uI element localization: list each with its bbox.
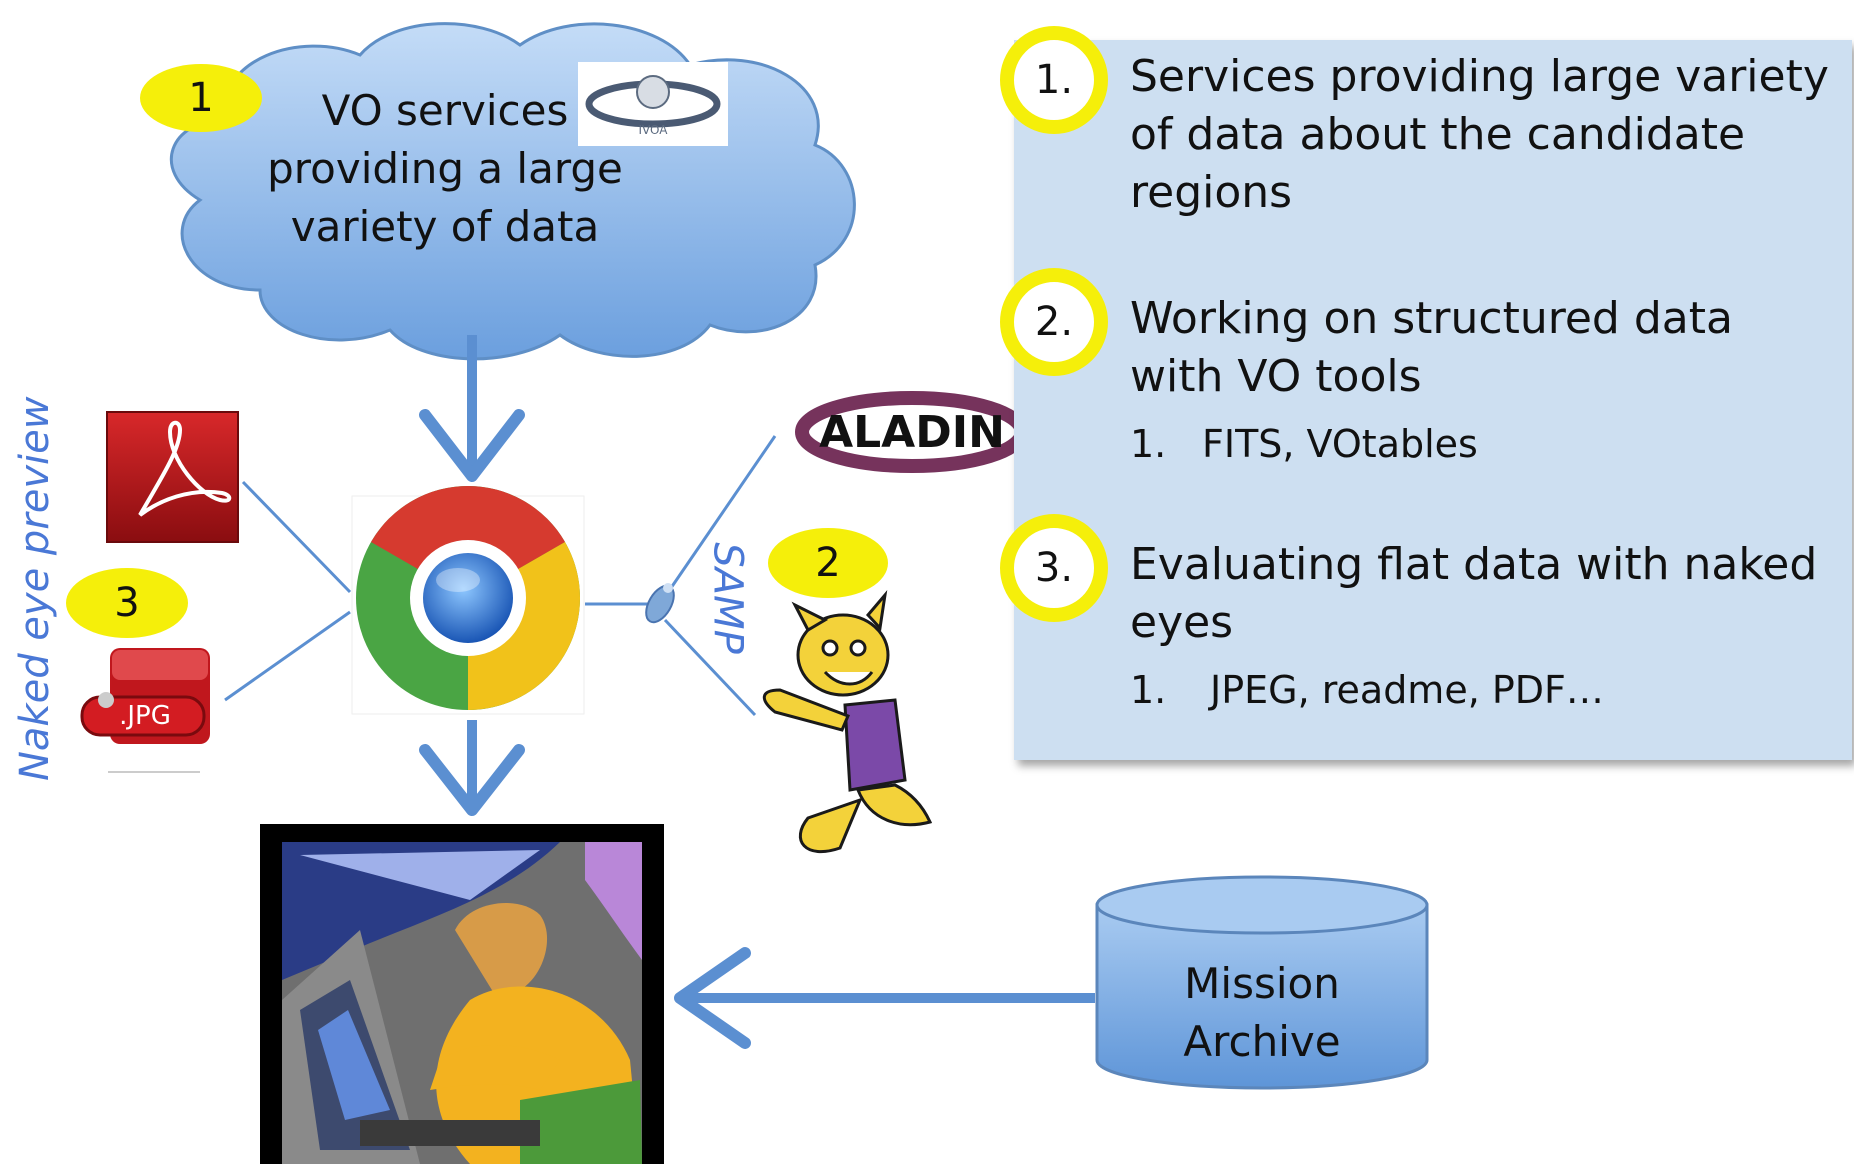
panel-item-2-number: 2. [1000,268,1108,376]
chrome-browser-icon [351,485,585,715]
archive-text: Mission Archive [1097,955,1427,1071]
arrow-archive-to-user [674,947,1095,1049]
panel-item-3-text: Evaluating flat data with naked eyes [1130,539,1818,648]
panel-item-3-number: 3. [1000,514,1108,622]
naked-eye-badge: 3 [66,568,188,638]
user-at-computer-image [260,824,664,1164]
panel-item-3-sub: 1.JPEG, readme, PDF… [1130,668,1604,712]
cloud-badge: 1 [140,64,262,132]
info-panel: 1. Services providing large variety of d… [1000,26,1852,760]
cloud-text-line-3: variety of data [290,202,600,251]
panel-item-1-text: Services providing large variety of data… [1130,51,1829,218]
aladin-text: ALADIN [819,407,1005,458]
samp-plug-icon [645,583,675,624]
aladin-logo: ALADIN [795,391,1029,473]
svg-text:IVOA: IVOA [639,123,669,137]
cloud-text-line-1: VO services [321,86,569,135]
pdf-icon [106,411,239,543]
cloud-text: VO services providing a large variety of… [240,82,650,256]
samp-cat-mascot-icon [762,590,933,854]
samp-badge: 2 [768,528,888,598]
cloud-text-line-2: providing a large [267,144,623,193]
samp-label: SAMP [704,542,751,654]
archive-text-line-2: Archive [1183,1017,1341,1066]
panel-item-1-number: 1. [1000,26,1108,134]
panel-item-2-sub: 1.FITS, VOtables [1130,422,1478,466]
archive-text-line-1: Mission [1184,959,1340,1008]
ivoa-logo: IVOA [578,62,728,146]
panel-item-2-text: Working on structured data with VO tools [1130,293,1733,402]
jpg-label: .JPG [119,701,171,731]
jpg-file-icon [80,648,210,773]
mission-archive-cylinder [1095,875,1429,1090]
arrow-cloud-to-browser [419,335,525,482]
connector-lines [224,435,777,717]
arrow-browser-to-user [419,720,525,816]
naked-eye-label: Naked eye preview [12,396,58,781]
